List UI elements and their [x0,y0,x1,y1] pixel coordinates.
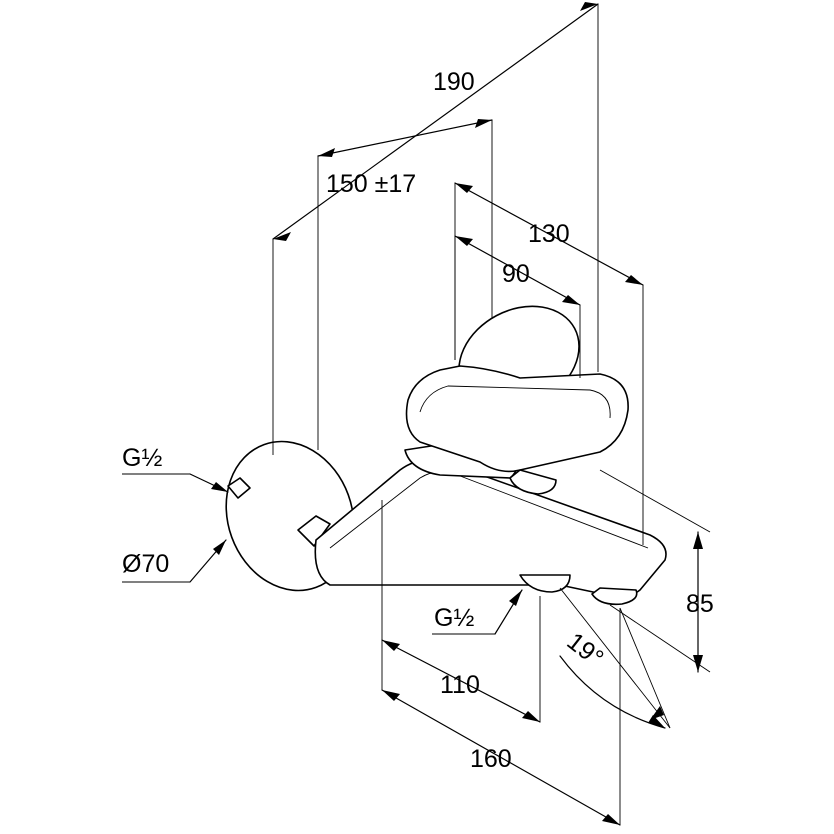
dimension-lines [122,2,703,826]
label-thread-top: G½ [122,444,162,472]
faucet-body [225,305,667,606]
label-130: 130 [528,220,570,248]
extension-lines [272,4,711,825]
label-150-tolerance: 150 ±17 [326,170,416,198]
label-90: 90 [502,260,530,288]
label-110: 110 [440,671,480,699]
label-85: 85 [686,590,714,618]
label-thread-bottom: G½ [434,604,474,632]
label-diameter: Ø70 [122,550,169,578]
label-190: 190 [433,68,475,96]
label-angle: 19° [562,627,609,672]
label-160: 160 [470,745,512,773]
